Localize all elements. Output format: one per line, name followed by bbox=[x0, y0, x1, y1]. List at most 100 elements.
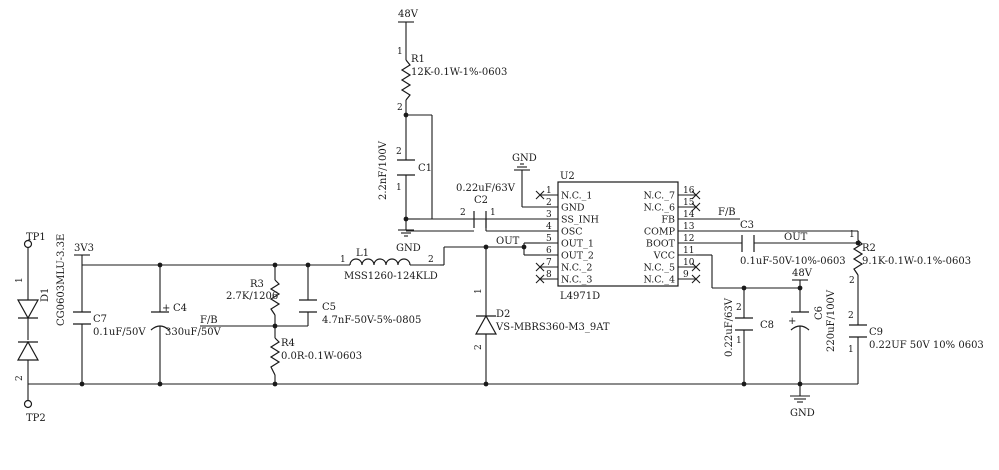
c8-ref: C8 bbox=[760, 320, 774, 331]
u2-pin-name: OSC bbox=[561, 227, 583, 238]
c3-ref: C3 bbox=[740, 220, 754, 231]
c4-ref: C4 bbox=[173, 303, 187, 314]
capacitor-c7: C7 0.1uF/50V bbox=[73, 311, 146, 338]
u2-pin-number: 11 bbox=[683, 246, 694, 256]
r4-ref: R4 bbox=[281, 338, 295, 349]
net-48v-top: 48V bbox=[398, 9, 419, 20]
u2-pin-number: 13 bbox=[683, 222, 695, 232]
u2-pin-15: 15N.C._6 bbox=[644, 198, 701, 214]
c6-ref: C6 bbox=[814, 306, 825, 320]
r1-ref: R1 bbox=[411, 54, 425, 65]
u2-pin-number: 7 bbox=[546, 258, 552, 268]
d1-value: CG0603MLU-3.3E bbox=[56, 234, 67, 326]
l1-value: MSS1260-124KLD bbox=[344, 271, 438, 282]
capacitor-c5: C5 4.7nF-50V-5%-0805 bbox=[299, 299, 421, 326]
r1-pin1: 1 bbox=[397, 47, 403, 57]
d2-pin1: 1 bbox=[474, 288, 484, 294]
net-labels: 48V 48V 3V3 OUT OUT F/B F/B bbox=[74, 9, 813, 326]
u2-pin-name: OUT_1 bbox=[561, 239, 594, 250]
d1-pin2: 2 bbox=[15, 375, 25, 381]
c6-plus: + bbox=[788, 316, 796, 327]
c8-value: 0.22uF/63V bbox=[724, 297, 735, 357]
r3-value: 2.7K/1206 bbox=[226, 291, 278, 302]
testpoint-tp2: TP2 bbox=[23, 399, 46, 424]
l1-pin2: 2 bbox=[428, 255, 434, 265]
net-3v3: 3V3 bbox=[74, 243, 94, 254]
u2-pin-number: 14 bbox=[683, 210, 695, 220]
u2-pin-16: 16N.C._7 bbox=[644, 186, 701, 202]
resistor-r1: R1 12K-0.1W-1%-0603 1 2 bbox=[397, 47, 507, 113]
capacitor-c2: 0.22uF/63V C2 2 1 bbox=[420, 183, 516, 231]
capacitor-c4: + C4 330uF/50V bbox=[150, 303, 222, 338]
u2-pin-name: COMP bbox=[644, 227, 676, 238]
capacitor-c9: C9 0.22UF 50V 10% 0603 2 1 bbox=[848, 311, 984, 355]
c8-pin2: 2 bbox=[736, 303, 742, 313]
c9-pin2: 2 bbox=[848, 311, 854, 321]
u2-pin-name: SS_INH bbox=[561, 215, 599, 226]
r1-value: 12K-0.1W-1%-0603 bbox=[411, 67, 507, 78]
u2-pin-number: 1 bbox=[546, 186, 552, 196]
u2-pin-name: N.C._4 bbox=[644, 275, 675, 286]
c1-pin2: 2 bbox=[396, 147, 402, 157]
c5-ref: C5 bbox=[322, 302, 336, 313]
r2-pin1: 1 bbox=[849, 230, 855, 240]
net-gnd-c1: GND bbox=[396, 243, 421, 254]
c2-pin1: 1 bbox=[490, 208, 496, 218]
u2-pin-number: 15 bbox=[683, 198, 695, 208]
net-out-d2: OUT bbox=[496, 236, 520, 247]
c4-value: 330uF/50V bbox=[165, 327, 222, 338]
ground-icon bbox=[398, 229, 414, 237]
u2-pin-10: 10N.C._5 bbox=[644, 258, 701, 274]
l1-ref: L1 bbox=[356, 248, 369, 259]
c5-value: 4.7nF-50V-5%-0805 bbox=[322, 315, 421, 326]
u2-pin-name: N.C._1 bbox=[561, 191, 592, 202]
u2-pin-name: GND bbox=[561, 203, 585, 214]
c1-ref: C1 bbox=[418, 163, 432, 174]
no-connect-icon bbox=[535, 274, 545, 284]
capacitor-c1: C1 2 1 2.2nF/100V bbox=[378, 140, 432, 200]
no-connect-icon bbox=[535, 262, 545, 272]
u2-pin-name: N.C._2 bbox=[561, 263, 592, 274]
u2-pin-name: VCC bbox=[653, 251, 675, 262]
net-fb-left: F/B bbox=[200, 315, 218, 326]
ground-icon bbox=[514, 163, 530, 171]
u2-pin-number: 3 bbox=[546, 210, 552, 220]
d1-ref: D1 bbox=[40, 288, 51, 302]
no-connect-icon bbox=[691, 262, 701, 272]
no-connect-icon bbox=[535, 190, 545, 200]
u2-pin-name: N.C._6 bbox=[644, 203, 675, 214]
u2-part: L4971D bbox=[560, 291, 600, 302]
diode-d1: D1 CG0603MLU-3.3E 1 2 bbox=[15, 234, 67, 381]
tp2-ref: TP2 bbox=[26, 413, 46, 424]
c2-ref: C2 bbox=[474, 195, 488, 206]
resistor-r2: R2 9.1K-0.1W-0.1%-0603 1 2 bbox=[849, 230, 971, 286]
r2-value: 9.1K-0.1W-0.1%-0603 bbox=[862, 256, 971, 267]
diode-d2: D2 VS-MBRS360-M3_9AT 1 2 bbox=[474, 288, 610, 350]
net-out-c3: OUT bbox=[784, 232, 808, 243]
u2-pin-number: 4 bbox=[546, 222, 552, 232]
c2-pin2: 2 bbox=[460, 208, 466, 218]
r3-ref: R3 bbox=[250, 279, 264, 290]
u2-ref: U2 bbox=[560, 171, 575, 182]
c6-value: 220uF/100V bbox=[826, 289, 837, 352]
capacitor-c8: C8 2 1 0.22uF/63V bbox=[724, 297, 774, 357]
c3-value: 0.1uF-50V-10%-0603 bbox=[740, 256, 846, 267]
u2-pin-number: 6 bbox=[546, 246, 552, 256]
u2-pin-name: N.C._3 bbox=[561, 275, 592, 286]
u2-pin-name: BOOT bbox=[646, 239, 676, 250]
r2-ref: R2 bbox=[862, 243, 876, 254]
net-gnd-u2: GND bbox=[512, 153, 537, 164]
net-gnd-bottom: GND bbox=[790, 408, 815, 419]
l1-pin1: 1 bbox=[340, 255, 346, 265]
c4-plus: + bbox=[162, 303, 170, 314]
